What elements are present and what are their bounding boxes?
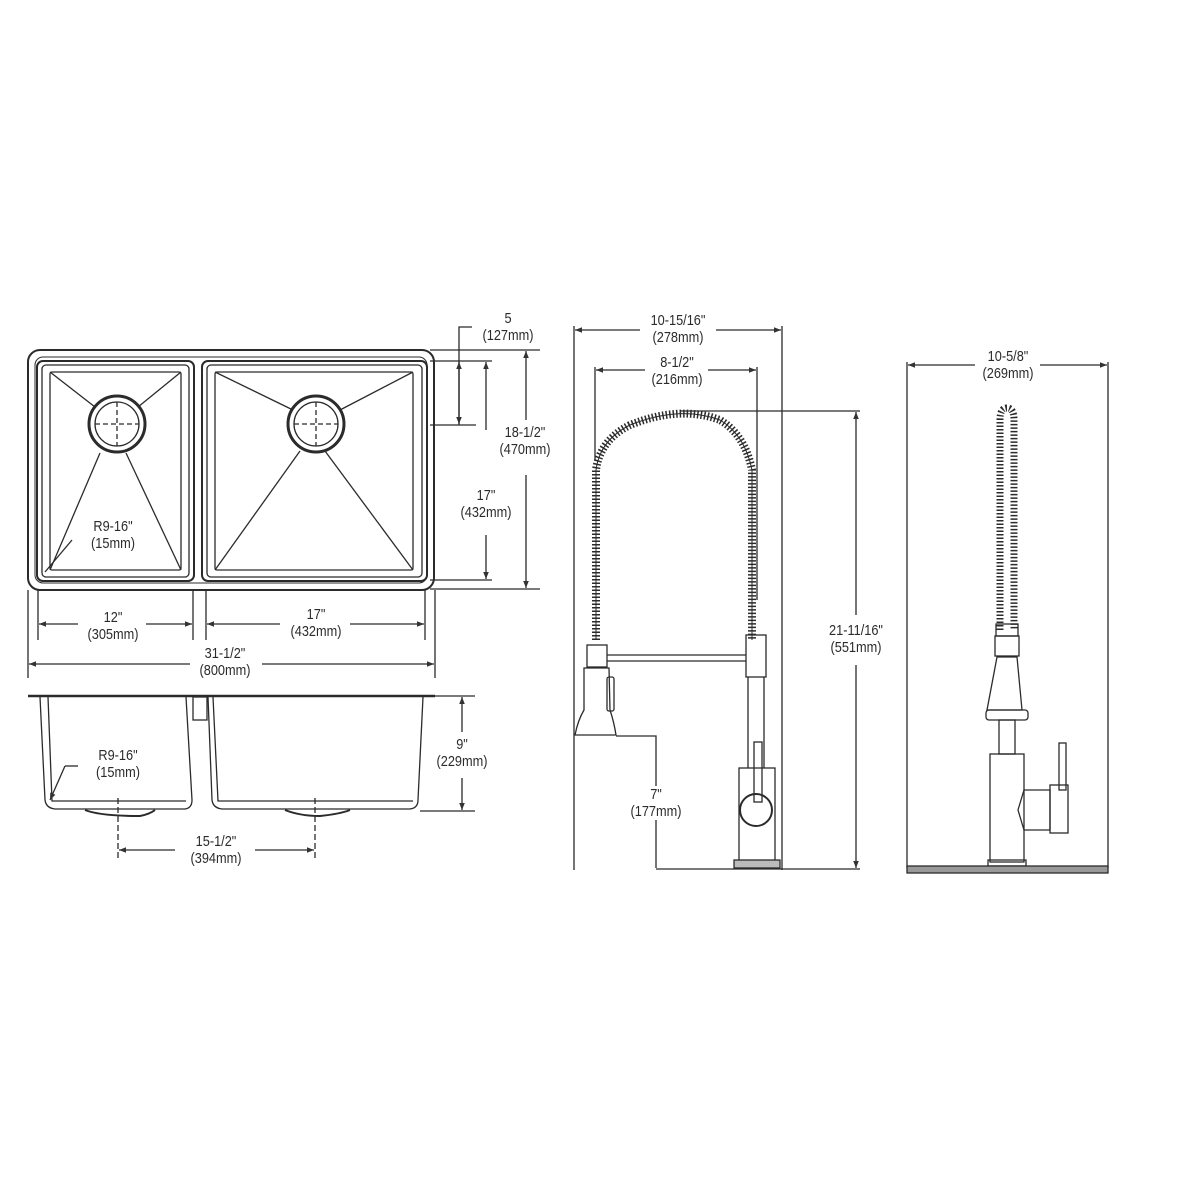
faucet-front-view [573, 326, 860, 870]
dim-right-bowl-width: 17"(432mm) [288, 606, 344, 640]
dim-bowl-depth: 17"(432mm) [458, 487, 514, 521]
dim-faucet-spout-height: 7"(177mm) [628, 786, 684, 820]
dim-faucet-overall-reach: 10-15/16"(278mm) [648, 312, 708, 346]
faucet-side-view [906, 362, 1109, 874]
dim-corner-radius-front: R9-16"(15mm) [94, 747, 142, 781]
dim-bowl-height: 9"(229mm) [434, 736, 490, 770]
dim-left-bowl-width: 12"(305mm) [85, 609, 141, 643]
dim-faucet-spout-reach: 8-1/2"(216mm) [649, 354, 705, 388]
dim-drain-to-back: 5(127mm) [480, 310, 536, 344]
dim-faucet-overall-height: 21-11/16"(551mm) [827, 622, 885, 656]
sink-front-view [28, 694, 475, 860]
sink-top-view [27, 326, 540, 678]
dim-corner-radius-top: R9-16"(15mm) [89, 518, 137, 552]
dim-drain-spacing: 15-1/2"(394mm) [188, 833, 244, 867]
dim-overall-depth: 18-1/2"(470mm) [497, 424, 553, 458]
dim-overall-width: 31-1/2"(800mm) [197, 645, 253, 679]
dim-faucet-base-width: 10-5/8"(269mm) [980, 348, 1036, 382]
